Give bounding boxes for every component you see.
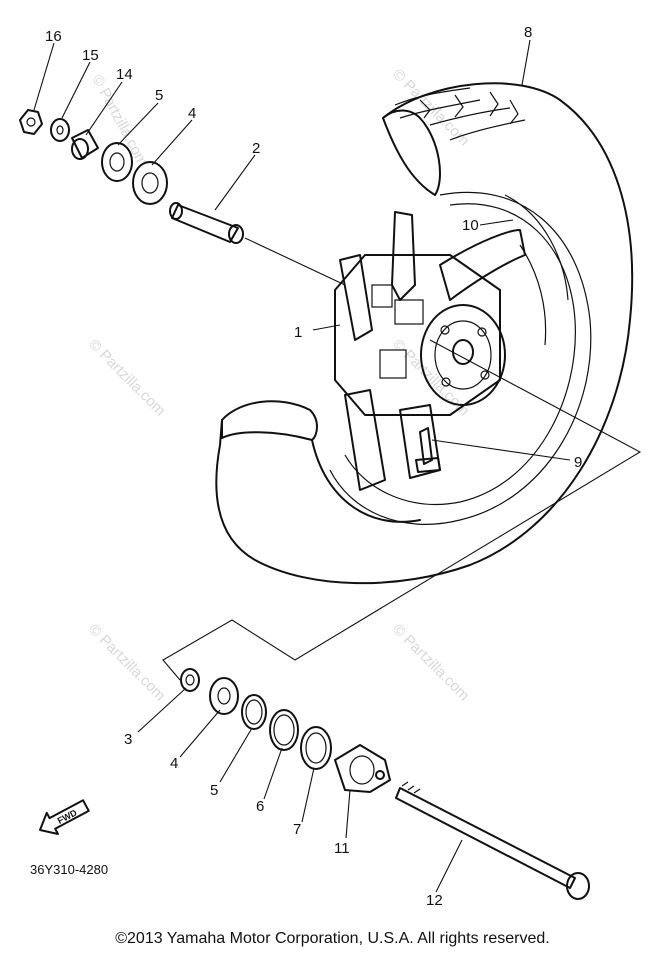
callout-8: 7 [293,821,301,838]
diagram-code: 36Y310-4280 [30,862,108,877]
part-6-clip [241,694,267,730]
part-4b-bearing [209,677,239,715]
leader-lines [33,39,571,893]
callout-4b: 4 [170,755,178,772]
part-7-washer [269,709,299,751]
callout-14: 14 [116,66,133,83]
part-4a-bearing [132,161,168,205]
axis-line [244,237,346,286]
watermark: © Partzilla.com [389,621,472,704]
copyright-footer: ©2013 Yamaha Motor Corporation, U.S.A. A… [115,930,550,947]
part-8-seal [300,726,332,770]
callout-3: 3 [124,731,132,748]
part-13-axle [395,787,576,889]
spoke-lower-left [344,389,386,491]
callout-16: 16 [45,28,62,45]
fwd-arrow-shape [39,799,90,836]
part-15-washer [50,118,70,142]
hub-window [379,349,407,379]
rim-outer [329,191,592,525]
callout-10: 9 [574,454,582,471]
spoke-upper [391,211,416,301]
callout-7: 6 [256,798,264,815]
rim-flange [504,194,569,346]
part-12-gear-unit [334,744,391,793]
hub-bore [452,339,474,365]
callout-1: 1 [294,324,302,341]
hub-bolt-hole [477,327,487,337]
hub-bolt-hole [480,370,490,380]
callout-11: 10 [462,217,479,234]
wheel-assembly [215,82,634,585]
tire-upper-cut [382,109,441,196]
tire-lower-inner [311,439,421,523]
callout-15: 15 [82,47,99,64]
spoke-right [439,229,526,301]
hub-flange-inner [434,320,492,390]
hub-body [334,254,501,416]
callout-13: 12 [426,892,443,909]
hub-flange [420,304,506,406]
watermarks: © Partzilla.com © Partzilla.com © Partzi… [85,66,472,704]
exploded-bracket [162,339,642,681]
callout-12: 11 [334,840,350,857]
watermark: © Partzilla.com [85,621,168,704]
hub-window [371,284,393,308]
part-2-spacer [171,204,239,243]
part-3-collar [180,668,200,692]
callout-9: 8 [524,24,532,41]
hub-window [394,299,424,325]
callout-4a: 4 [188,105,196,122]
tire-lower-cut [221,400,318,441]
spoke-upper-left [339,254,373,341]
part-5-bearing [101,142,133,182]
callout-5: 5 [155,87,163,104]
watermark: © Partzilla.com [85,336,168,419]
hub-bolt-hole [441,377,451,387]
lower-hardware [162,339,642,900]
part-16-nut [19,109,43,135]
part-14-collar [71,129,99,159]
rim-inner [344,203,576,506]
callout-6: 5 [210,782,218,799]
hub-bolt-hole [440,325,450,335]
callouts: 16 15 14 5 4 2 1 8 10 9 3 4 5 6 7 11 12 [45,24,582,909]
fwd-arrow: FWD [39,799,90,836]
tire-tread [394,87,526,141]
callout-2: 2 [252,140,260,157]
upper-hardware [19,109,346,286]
tire-valve [415,427,441,473]
tire-outline [215,82,634,585]
